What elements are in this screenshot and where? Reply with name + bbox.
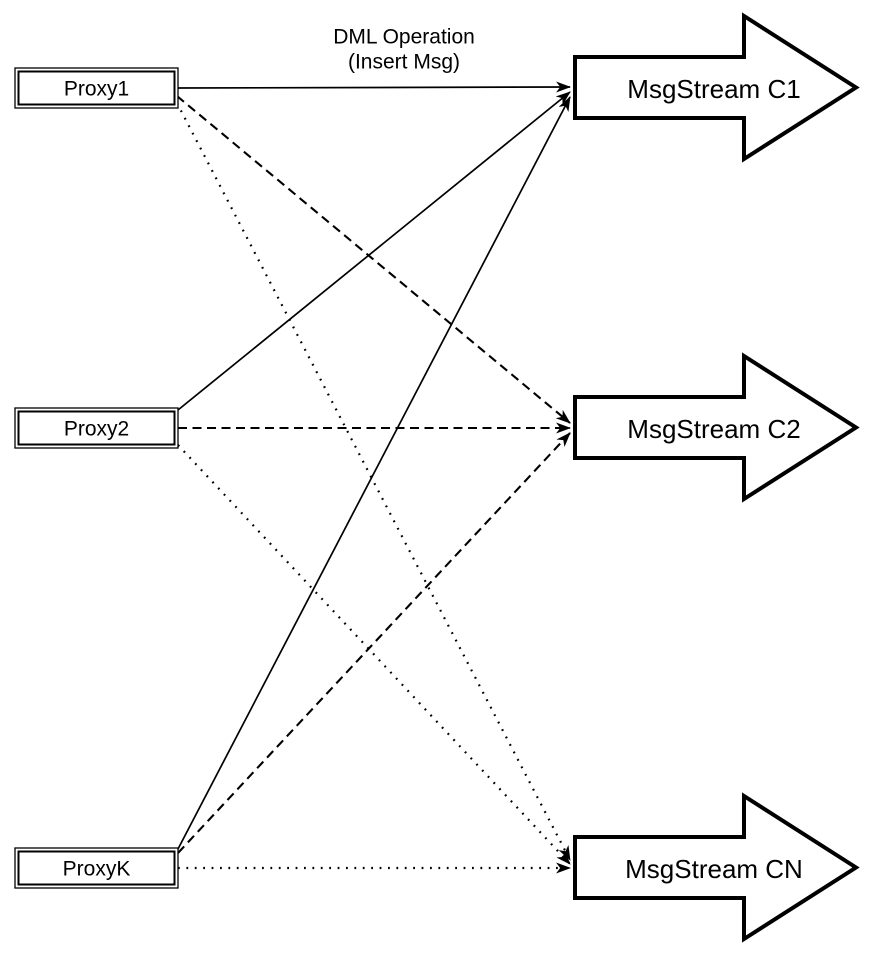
msgstream-c2-label: MsgStream C2 <box>627 414 800 444</box>
connection-label-line2: (Insert Msg) <box>348 51 460 74</box>
msgstream-c2-arrow-shape <box>573 352 860 503</box>
edge-proxy2-msgstream-c1 <box>177 91 571 411</box>
edge-proxy2-msgstream-cn <box>177 444 571 865</box>
msgstream-node-cn: MsgStream CN <box>573 792 860 943</box>
proxyk-box-inner <box>17 850 176 886</box>
edge-proxy1-msgstream-c2 <box>176 95 571 424</box>
proxy-node-proxy2: Proxy2 <box>14 407 179 449</box>
msgstream-cn-label: MsgStream CN <box>625 854 803 884</box>
msgstream-cn-arrow-shape <box>573 792 860 943</box>
msgstream-c1-arrow-shape <box>573 12 860 163</box>
proxyk-label: ProxyK <box>63 858 131 881</box>
proxy2-box-inner <box>17 410 176 446</box>
proxy1-label: Proxy1 <box>64 78 129 101</box>
edge-proxyk-msgstream-c1 <box>177 96 571 850</box>
edges-group <box>176 81 571 874</box>
proxy-node-proxyk: ProxyK <box>14 847 179 889</box>
proxy-node-proxy1: Proxy1 <box>14 67 179 109</box>
msgstream-c1-label: MsgStream C1 <box>627 74 800 104</box>
proxy2-label: Proxy2 <box>64 418 129 441</box>
msgstream-node-c1: MsgStream C1 <box>573 12 860 163</box>
proxy1-box-inner <box>17 70 176 106</box>
connection-label-line1: DML Operation <box>333 26 475 49</box>
msgstream-node-c2: MsgStream C2 <box>573 352 860 503</box>
connection-label: DML Operation (Insert Msg) <box>333 26 475 74</box>
edge-proxyk-msgstream-c2 <box>177 432 571 854</box>
edge-proxy1-msgstream-cn <box>176 102 571 861</box>
edge-proxy1-msgstream-c1 <box>176 81 571 93</box>
